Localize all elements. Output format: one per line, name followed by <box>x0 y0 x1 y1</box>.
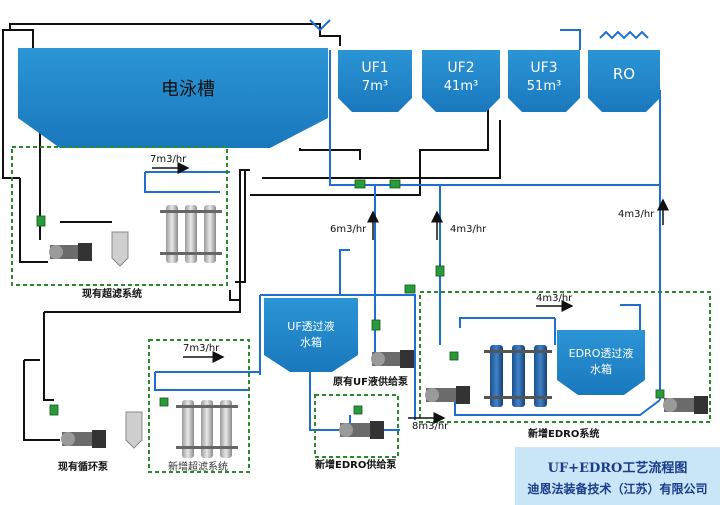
svg-text:UF3: UF3 <box>530 60 557 76</box>
title-block: UF+EDRO工艺流程图 迪恩法装备技术（江苏）有限公司 <box>515 447 720 505</box>
flow-label: 6m3/hr <box>330 224 367 235</box>
system-labels: 现有超滤系统 新增超滤系统 新增EDRO系统 现有循环泵 原有UF液供给泵 新增… <box>58 287 599 473</box>
pump-edro-feed <box>339 421 384 439</box>
svg-text:UF2: UF2 <box>447 60 474 76</box>
pumps <box>49 243 708 448</box>
flow-labels: 7m3/hr 6m3/hr 4m3/hr 4m3/hr 4m3/hr 7m3/h… <box>150 154 655 432</box>
flow-label: 8m3/hr <box>412 421 449 432</box>
new-uf-modules <box>176 400 238 458</box>
svg-text:水箱: 水箱 <box>300 335 322 349</box>
flow-label: 7m3/hr <box>150 154 187 165</box>
uf-permeate-tank: UF透过液 水箱 <box>264 298 358 372</box>
pump-edro-2 <box>663 396 708 414</box>
main-tank-label: 电泳槽 <box>161 79 215 100</box>
flow-label: 4m3/hr <box>536 293 573 304</box>
uf3-tank: UF3 51m³ <box>508 50 580 112</box>
pump-edro-1 <box>425 386 470 404</box>
label-edro-feed-pump: 新增EDRO供给泵 <box>315 458 397 471</box>
overflow-weir-icon <box>309 19 649 40</box>
svg-text:水箱: 水箱 <box>590 362 612 376</box>
new-uf-box <box>148 339 250 473</box>
pump-uf-feed <box>371 350 414 368</box>
existing-uf-box <box>11 146 228 286</box>
uf1-tank: UF1 7m³ <box>338 50 412 112</box>
flow-label: 4m3/hr <box>450 224 487 235</box>
edro-permeate-tank: EDRO透过液 水箱 <box>557 330 645 395</box>
main-tank: 电泳槽 <box>18 48 328 148</box>
cartridge-filters <box>111 231 143 449</box>
existing-uf-modules <box>160 205 222 263</box>
black-pipes <box>2 23 501 441</box>
label-uf-feed-pump: 原有UF液供给泵 <box>333 375 409 388</box>
label-new-edro: 新增EDRO系统 <box>528 427 599 440</box>
svg-text:EDRO透过液: EDRO透过液 <box>569 346 634 360</box>
company-name: 迪恩法装备技术（江苏）有限公司 <box>527 482 708 496</box>
edro-modules <box>484 345 552 407</box>
valves <box>36 179 665 416</box>
svg-text:41m³: 41m³ <box>444 79 478 94</box>
label-circ-pump: 现有循环泵 <box>58 460 109 473</box>
label-new-uf: 新增超滤系统 <box>168 460 228 473</box>
svg-text:7m³: 7m³ <box>362 79 388 94</box>
svg-text:51m³: 51m³ <box>527 79 561 94</box>
ro-tank: RO <box>588 50 660 112</box>
pump-existing-circ <box>61 430 106 448</box>
edro-feed-box <box>314 394 399 458</box>
label-existing-uf: 现有超滤系统 <box>82 287 142 300</box>
diagram-title: UF+EDRO工艺流程图 <box>547 461 688 476</box>
flow-label: 7m3/hr <box>183 343 220 354</box>
flow-arrows <box>152 162 669 424</box>
flow-label: 4m3/hr <box>618 209 655 220</box>
pump-existing-uf <box>49 243 92 261</box>
uf2-tank: UF2 41m³ <box>422 50 500 112</box>
svg-text:RO: RO <box>613 65 635 83</box>
system-boundaries <box>11 146 711 473</box>
svg-text:UF透过液: UF透过液 <box>287 319 334 333</box>
svg-text:UF1: UF1 <box>361 60 388 76</box>
